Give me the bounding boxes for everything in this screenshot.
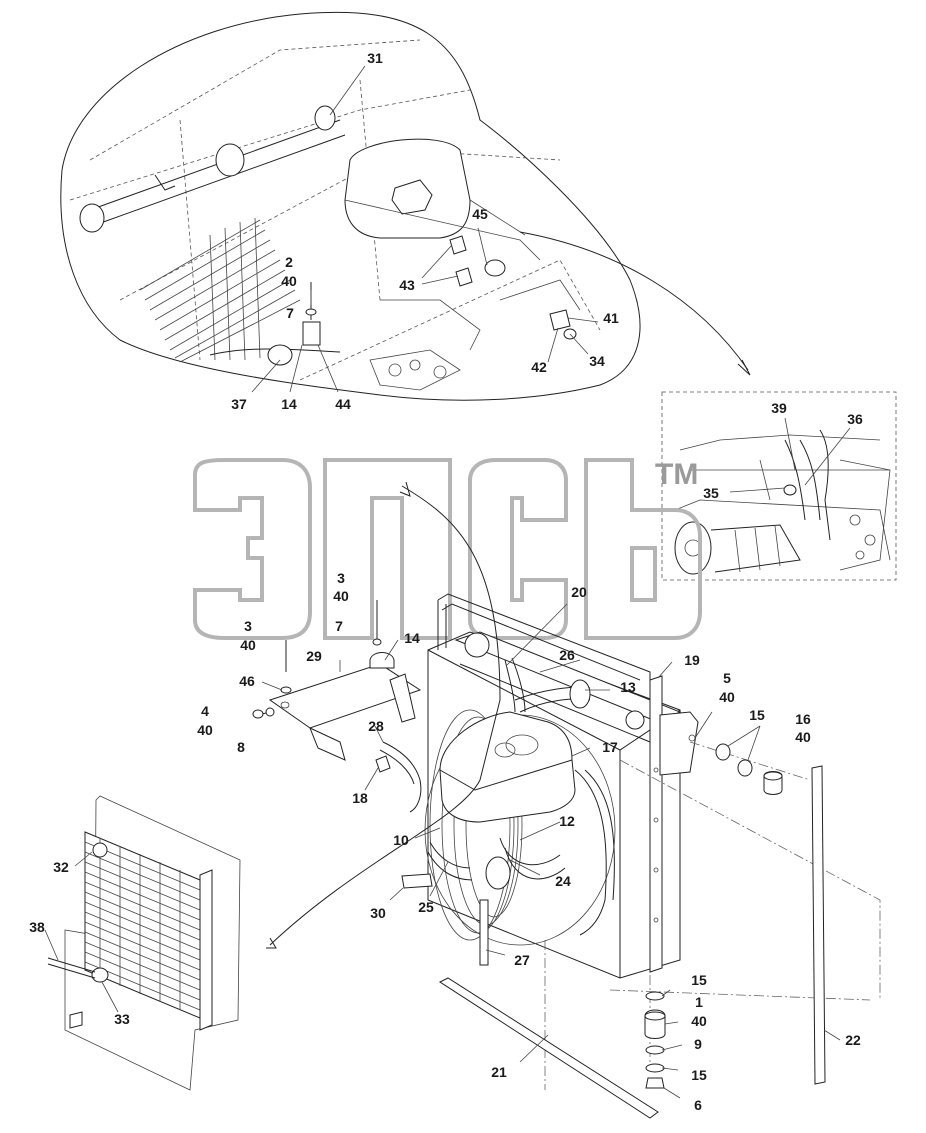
callout-41: 41 — [603, 310, 619, 326]
callout-18: 18 — [352, 790, 368, 806]
oil-cooler-assembly — [44, 795, 241, 1091]
callout-30: 30 — [370, 905, 386, 921]
callout-14a: 14 — [281, 396, 297, 412]
callout-31: 31 — [367, 50, 383, 66]
callout-19: 19 — [684, 652, 700, 668]
watermark-trademark: TM — [655, 458, 698, 491]
callout-15a: 15 — [749, 707, 765, 723]
callout-32: 32 — [53, 859, 69, 875]
callout-46: 46 — [239, 673, 255, 689]
callout-21: 21 — [491, 1064, 507, 1080]
callout-15c: 15 — [691, 1067, 707, 1083]
callout-6: 6 — [694, 1097, 702, 1113]
callout-42: 42 — [531, 359, 547, 375]
callout-22: 22 — [845, 1032, 861, 1048]
loose-parts — [438, 711, 841, 1119]
engine-bay-detail-view — [60, 11, 751, 401]
callout-7b: 7 — [335, 618, 343, 634]
callout-33: 33 — [114, 1011, 130, 1027]
leader-lines — [261, 603, 673, 956]
callout-35: 35 — [703, 485, 719, 501]
callout-25: 25 — [418, 899, 434, 915]
callout-39: 39 — [771, 400, 787, 416]
callout-12: 12 — [559, 813, 575, 829]
callout-28: 28 — [368, 718, 384, 734]
callout-10: 10 — [393, 832, 409, 848]
callout-29: 29 — [306, 648, 322, 664]
callout-7a: 7 — [286, 305, 294, 321]
callout-44: 44 — [335, 396, 351, 412]
callout-20: 20 — [571, 584, 587, 600]
callout-45: 45 — [472, 206, 488, 222]
radiator-assembly — [266, 481, 881, 1090]
callout-14b: 14 — [404, 630, 420, 646]
callout-26: 26 — [559, 647, 575, 663]
callout-36: 36 — [847, 411, 863, 427]
watermark-logo: TM — [193, 458, 702, 640]
inset-detail-view — [661, 391, 897, 581]
callout-17: 17 — [602, 739, 618, 755]
callout-8: 8 — [237, 739, 245, 755]
callout-13: 13 — [620, 679, 636, 695]
callout-37: 37 — [231, 396, 247, 412]
callout-43: 43 — [399, 277, 415, 293]
callout-38: 38 — [29, 919, 45, 935]
callout-34: 34 — [589, 353, 605, 369]
callout-9: 9 — [694, 1036, 702, 1052]
callout-27: 27 — [514, 952, 530, 968]
callout-15b: 15 — [691, 972, 707, 988]
mount-bracket — [252, 600, 422, 761]
callout-24: 24 — [555, 873, 571, 889]
